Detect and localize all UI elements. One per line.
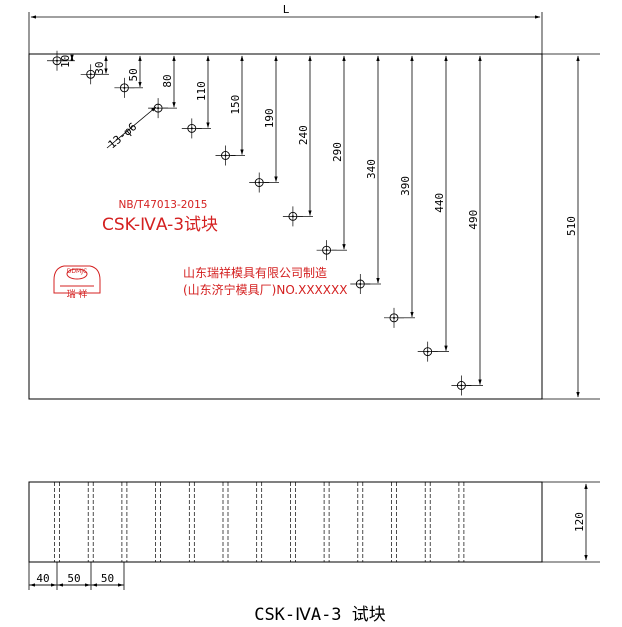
depth-label: 340 xyxy=(365,159,378,179)
depth-label: 80 xyxy=(161,74,174,87)
hole-note-label: 13-φ6 xyxy=(106,120,140,151)
hole-340: 340 xyxy=(350,55,381,294)
depth-label: 490 xyxy=(467,210,480,230)
hole-190: 190 xyxy=(249,55,279,193)
depth-label: 290 xyxy=(331,142,344,162)
spacing-label: 40 xyxy=(36,572,49,585)
height-label: 510 xyxy=(565,216,578,236)
spacing-label: 50 xyxy=(101,572,114,585)
spacing-label: 50 xyxy=(67,572,80,585)
side-view-outline xyxy=(28,481,543,563)
depth-label: 50 xyxy=(127,68,140,81)
drawing-caption: CSK-ⅣA-3 试块 xyxy=(254,605,386,625)
hole-240: 240 xyxy=(282,55,313,227)
depth-label: 110 xyxy=(195,81,208,101)
hole-layer: 10 30 50 80 110 150 190 240 290 340 390 440 490 xyxy=(47,50,483,396)
depth-label: 190 xyxy=(263,108,276,128)
depth-label: 440 xyxy=(433,193,446,213)
hole-110: 110 xyxy=(181,55,211,139)
length-label: L xyxy=(283,3,290,16)
front-view-outline xyxy=(28,53,543,400)
depth-label: 390 xyxy=(399,176,412,196)
thickness-label: 120 xyxy=(573,512,586,532)
depth-label: 240 xyxy=(297,125,310,145)
hole-30: 30 xyxy=(80,55,109,85)
hole-440: 440 xyxy=(417,55,449,362)
logo-top-text: DDMJC xyxy=(67,268,87,275)
depth-label: 150 xyxy=(229,95,242,115)
standard-code: NB/T47013-2015 xyxy=(119,199,208,211)
hole-490: 490 xyxy=(451,55,483,396)
maker-line-1: 山东瑞祥模具有限公司制造 xyxy=(183,266,327,280)
maker-logo: DDMJC 瑞 祥 xyxy=(53,265,101,300)
depth-label: 30 xyxy=(93,62,106,75)
spacing-dimensions: 40 50 50 xyxy=(29,562,125,590)
depth-label: 10 xyxy=(59,55,72,68)
hole-150: 150 xyxy=(215,55,245,166)
side-hole-lines xyxy=(54,482,465,562)
hole-290: 290 xyxy=(316,55,347,261)
hole-note-leader xyxy=(106,106,157,149)
hole-50: 50 xyxy=(114,55,143,98)
logo-bottom-text: 瑞 祥 xyxy=(67,288,88,300)
hole-80: 80 xyxy=(148,55,177,119)
maker-line-2: (山东济宁模具厂)NO.XXXXXX xyxy=(183,282,347,297)
hole-390: 390 xyxy=(384,55,415,328)
hole-10: 10 xyxy=(47,50,75,71)
block-title: CSK-ⅣA-3试块 xyxy=(102,215,218,235)
